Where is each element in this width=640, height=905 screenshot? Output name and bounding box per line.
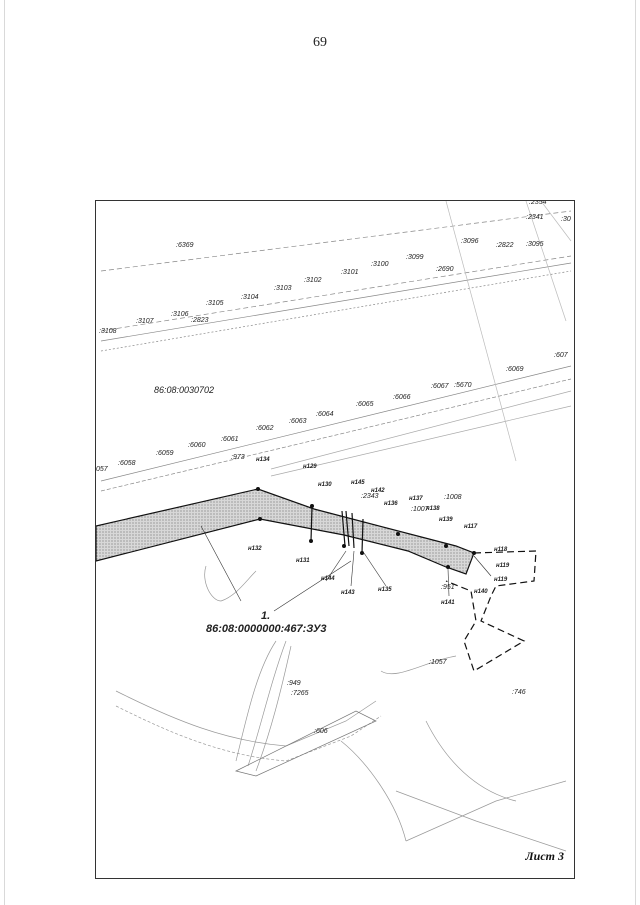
road-parcel-label: :6063 [289,418,307,425]
road-parcel-label: :6058 [118,460,136,467]
leader-lines [200,525,492,612]
lower-parcel-label: :2343 [361,493,379,500]
point-label: н145 [351,480,365,486]
point-label: н117 [464,524,478,530]
point-label: н130 [318,482,332,488]
point-label: н141 [441,600,455,606]
upper-parcel-label: :2823 [191,317,209,324]
lower-parcel-label: :7265 [291,690,309,697]
road-parcel-label: :6059 [156,450,174,457]
parcel-label-id: 86:08:0000000:467:ЗУ3 [206,623,327,635]
road-parcel-label: :6064 [316,411,334,418]
upper-parcel-label: :3106 [171,311,189,318]
road-parcel-label: :6067 [431,383,450,390]
point-label: н135 [378,587,392,593]
road-parcel-label: :6061 [221,436,239,443]
upper-parcel-label: :3096 [461,238,479,245]
lower-parcel-label: :606 [314,728,328,735]
upper-parcel-label: :3107 [136,318,155,325]
road-parcel-label: :973 [231,454,245,461]
section-lines [310,505,364,554]
road-parcel-label: :5670 [454,382,472,389]
parcel-zu3-hatched [96,488,475,575]
point-label: н138 [426,506,440,512]
lower-parcel-label: :746 [512,689,526,696]
upper-parcel-label: :3100 [371,261,389,268]
point-label: н140 [474,589,488,595]
lower-parcel-label: :1008 [444,494,462,501]
upper-parcel-label: :2354 [529,201,547,206]
point-label: н143 [341,590,355,596]
upper-parcel-label: :2341 [526,214,544,221]
point-label: н118 [494,547,508,553]
point-markers [256,487,476,569]
lower-parcel-label: :949 [287,680,301,687]
parcel-label-number: 1. [261,610,270,622]
upper-parcel-label: :3095 [526,241,544,248]
point-label: н137 [409,496,423,502]
upper-parcel-label: :3099 [406,254,424,261]
point-label: н129 [303,464,317,470]
road-parcel-label: 057 [96,466,109,473]
page-right-edge [635,0,636,905]
upper-parcel-label: :3104 [241,294,259,301]
road-parcel-label: :6065 [356,401,374,408]
terrain-contours [115,565,567,852]
upper-parcel-label: :6369 [176,242,194,249]
upper-parcel-label: :3101 [341,269,359,276]
lower-parcel-label: :951 [441,584,455,591]
point-label: н134 [256,457,270,463]
upper-parcel-label: :607 [554,352,569,359]
map-drawing: :6369 :3108 :3107 :3106:2823 :3105 :3104 :3103… [96,201,572,852]
point-label: н142 [371,488,385,494]
upper-boundary-lines [100,201,572,492]
point-label: н136 [384,501,398,507]
lower-parcel-label: :1057 [429,659,448,666]
point-label: н144 [321,576,335,582]
road-parcel-label: :6066 [393,394,411,401]
road-parcel-label: :6060 [188,442,206,449]
upper-parcel-label: :3105 [206,300,224,307]
upper-parcel-label: :30 [561,216,571,223]
point-label: н132 [248,546,262,552]
upper-parcel-label: :6069 [506,366,524,373]
lower-parcel-label: :1007 [411,506,430,513]
page-left-edge [4,0,5,905]
upper-parcel-label: :3103 [274,285,292,292]
cadastral-map: :6369 :3108 :3107 :3106:2823 :3105 :3104 :3103… [95,200,575,879]
map-labels: :6369 :3108 :3107 :3106:2823 :3105 :3104 :3103… [96,201,571,735]
dashed-parcel-boundary [445,550,537,672]
point-label: н119 [494,577,508,583]
upper-parcel-label: :3108 [99,328,117,335]
upper-parcel-label: :2690 [436,266,454,273]
point-label: н131 [296,558,310,564]
point-label: н139 [439,517,453,523]
upper-parcel-label: :2822 [496,242,514,249]
page-number: 69 [313,35,327,50]
upper-parcel-label: :3102 [304,277,322,284]
point-label: н119 [496,563,510,569]
quarter-label: 86:08:0030702 [154,385,214,395]
sheet-label: Лист 3 [525,849,564,863]
road-parcel-label: :6062 [256,425,274,432]
